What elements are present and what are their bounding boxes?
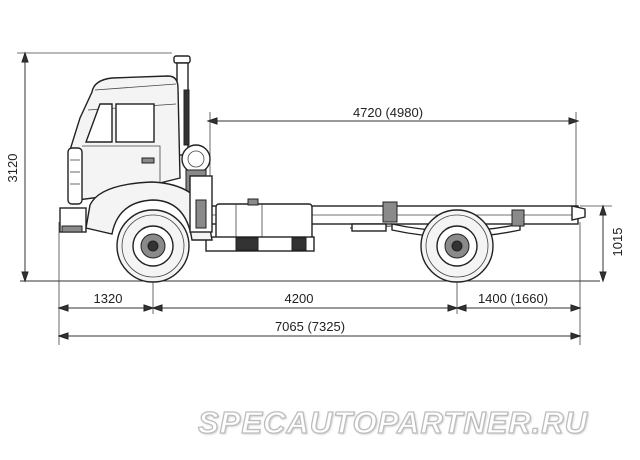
height-dimension: 3120 [5, 51, 172, 283]
front-overhang-label: 1320 [94, 291, 123, 306]
height-label: 3120 [5, 154, 20, 183]
frame-length-label: 4720 (4980) [353, 105, 423, 120]
side-window [115, 103, 155, 143]
cab [59, 75, 181, 233]
frame-length-dimension: 4720 (4980) [206, 105, 580, 212]
battery-box [205, 236, 315, 252]
front-grille [67, 147, 83, 205]
front-wheel [116, 209, 190, 283]
rear-overhang-label: 1400 (1660) [478, 291, 548, 306]
bottom-dimensions: 1320 4200 1400 (1660) 7065 (7325) [57, 222, 582, 345]
truck-illustration [59, 55, 586, 283]
watermark-text: SPECAUTOPARTNER.RU [197, 404, 589, 440]
rear-wheel [420, 209, 494, 283]
frame-height-label: 1015 [610, 228, 625, 257]
windshield [84, 103, 113, 143]
frame-height-dimension: 1015 [580, 204, 625, 283]
fuel-tank [215, 198, 313, 241]
wheelbase-label: 4200 [285, 291, 314, 306]
overall-length-label: 7065 (7325) [275, 319, 345, 334]
